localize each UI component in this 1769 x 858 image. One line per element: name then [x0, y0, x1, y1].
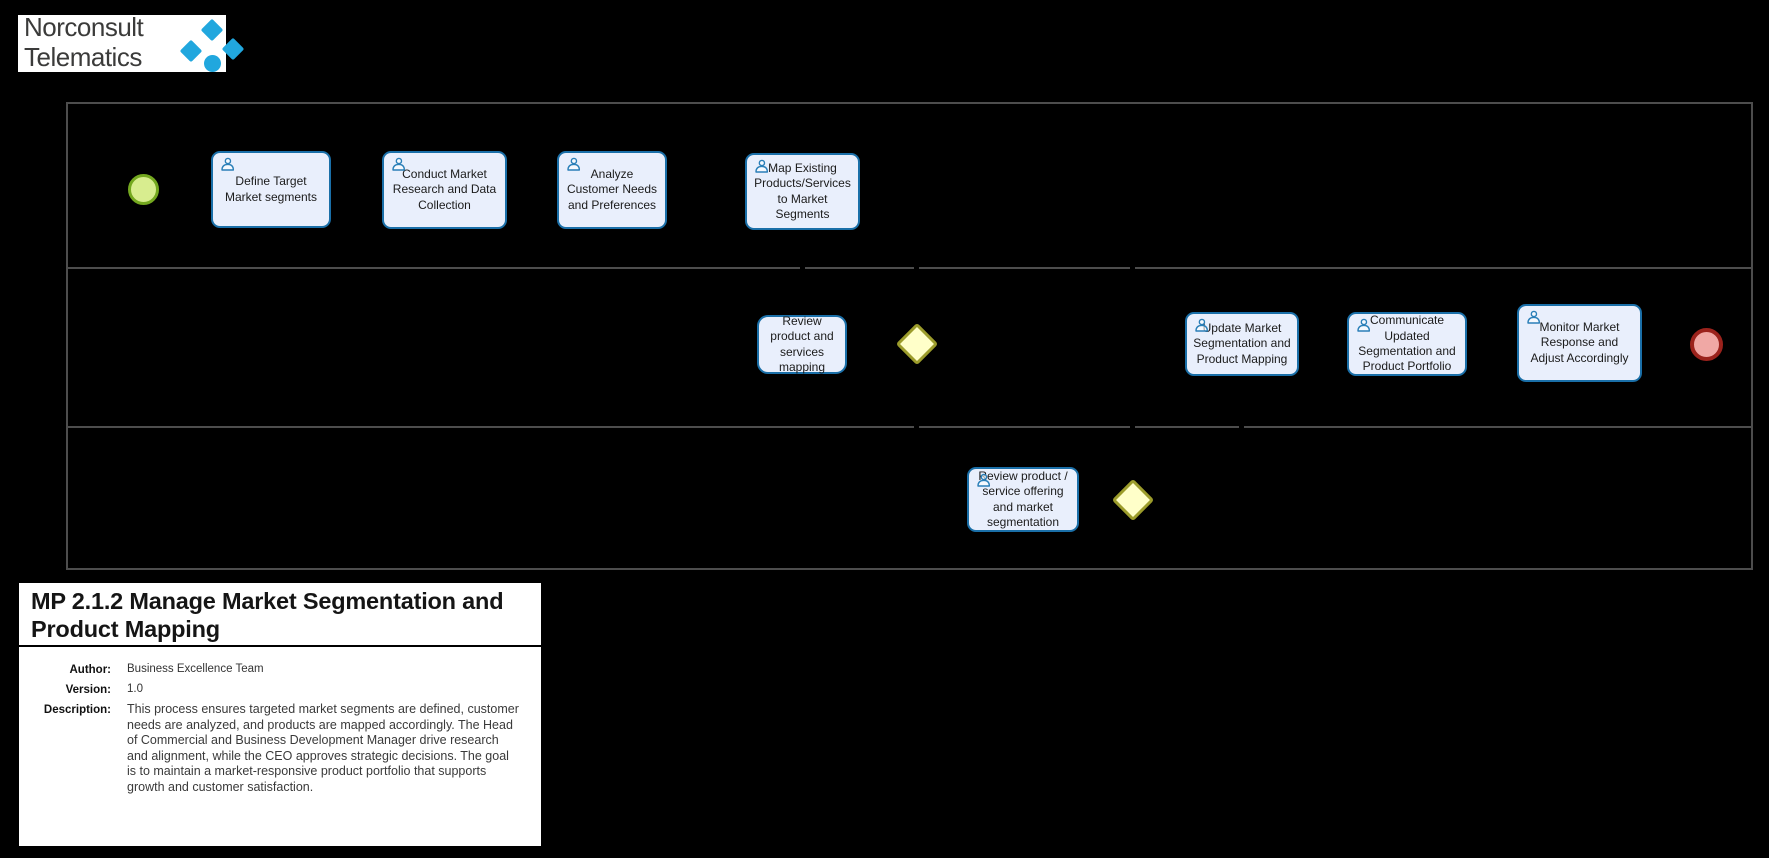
sequence-flow-crossing: [914, 264, 919, 272]
user-icon: [219, 157, 236, 172]
sequence-flow-crossing: [1130, 423, 1135, 431]
task-label: Review product / service offering and ma…: [978, 468, 1068, 529]
process-title: MP 2.1.2 Manage Market Segmentation and …: [19, 583, 541, 647]
lane-divider: [68, 426, 1751, 428]
task-label: Update Market Segmentation and Product M…: [1193, 320, 1291, 366]
task-map-existing-products[interactable]: Map Existing Products/Services to Market…: [745, 153, 860, 230]
task-label: Analyze Customer Needs and Preferences: [566, 166, 658, 212]
version-label: Version:: [65, 684, 111, 696]
lane-divider: [68, 267, 1751, 269]
task-label: Monitor Market Response and Adjust Accor…: [1530, 319, 1629, 365]
sequence-flow-crossing: [1130, 264, 1135, 272]
task-communicate-updated-segmentation[interactable]: Communicate Updated Segmentation and Pro…: [1347, 312, 1467, 376]
user-icon: [1193, 318, 1210, 333]
sequence-flow-crossing: [914, 423, 919, 431]
user-icon: [390, 157, 407, 172]
logo-line-2: Telematics: [24, 42, 142, 72]
task-analyze-customer-needs[interactable]: Analyze Customer Needs and Preferences: [557, 151, 667, 229]
author-value: Business Excellence Team: [127, 663, 264, 675]
process-info-panel: MP 2.1.2 Manage Market Segmentation and …: [17, 581, 543, 848]
start-event[interactable]: [128, 174, 159, 205]
task-conduct-market-research[interactable]: Conduct Market Research and Data Collect…: [382, 151, 507, 229]
task-label: Review product and services mapping: [770, 313, 834, 374]
task-update-market-segmentation[interactable]: Update Market Segmentation and Product M…: [1185, 312, 1299, 376]
task-label: Communicate Updated Segmentation and Pro…: [1358, 313, 1456, 374]
logo-diamond-left-icon: [179, 39, 203, 63]
description-row: Description: This process ensures target…: [29, 702, 531, 795]
logo-diamond-right-icon: [221, 37, 245, 61]
task-label: Define Target Market segments: [224, 174, 318, 204]
process-info-body: Author: Business Excellence Team Version…: [19, 647, 541, 795]
description-label: Description:: [43, 704, 111, 716]
task-define-target-market-segments[interactable]: Define Target Market segments: [211, 151, 331, 228]
author-row: Author: Business Excellence Team: [29, 663, 531, 676]
logo-circle-icon: [204, 55, 221, 72]
task-label: Map Existing Products/Services to Market…: [754, 160, 851, 221]
task-label: Conduct Market Research and Data Collect…: [392, 166, 497, 212]
norconsult-telematics-logo: Norconsult Telematics: [18, 12, 245, 72]
lane-3: [68, 428, 1751, 570]
user-icon: [1525, 310, 1542, 325]
user-icon: [565, 157, 582, 172]
version-value: 1.0: [127, 683, 143, 695]
task-monitor-market-response[interactable]: Monitor Market Response and Adjust Accor…: [1517, 304, 1642, 382]
user-icon: [753, 159, 770, 174]
sequence-flow-crossing: [800, 264, 805, 272]
logo-line-1: Norconsult: [24, 12, 144, 42]
logo-mark-icon: [18, 15, 245, 72]
description-value: This process ensures targeted market seg…: [127, 702, 519, 794]
end-event[interactable]: [1690, 328, 1723, 361]
sequence-flow-crossing: [1239, 423, 1244, 431]
user-icon: [975, 473, 992, 488]
task-review-product-service-offering[interactable]: Review product / service offering and ma…: [967, 467, 1079, 532]
version-row: Version: 1.0: [29, 683, 531, 696]
author-label: Author:: [69, 664, 111, 676]
logo-diamond-top-icon: [200, 18, 224, 42]
task-review-product-services-mapping[interactable]: Review product and services mapping: [757, 313, 847, 374]
process-pool: Define Target Market segments Conduct Ma…: [66, 102, 1753, 570]
logo-text: Norconsult Telematics: [24, 12, 144, 72]
user-icon: [1355, 318, 1372, 333]
